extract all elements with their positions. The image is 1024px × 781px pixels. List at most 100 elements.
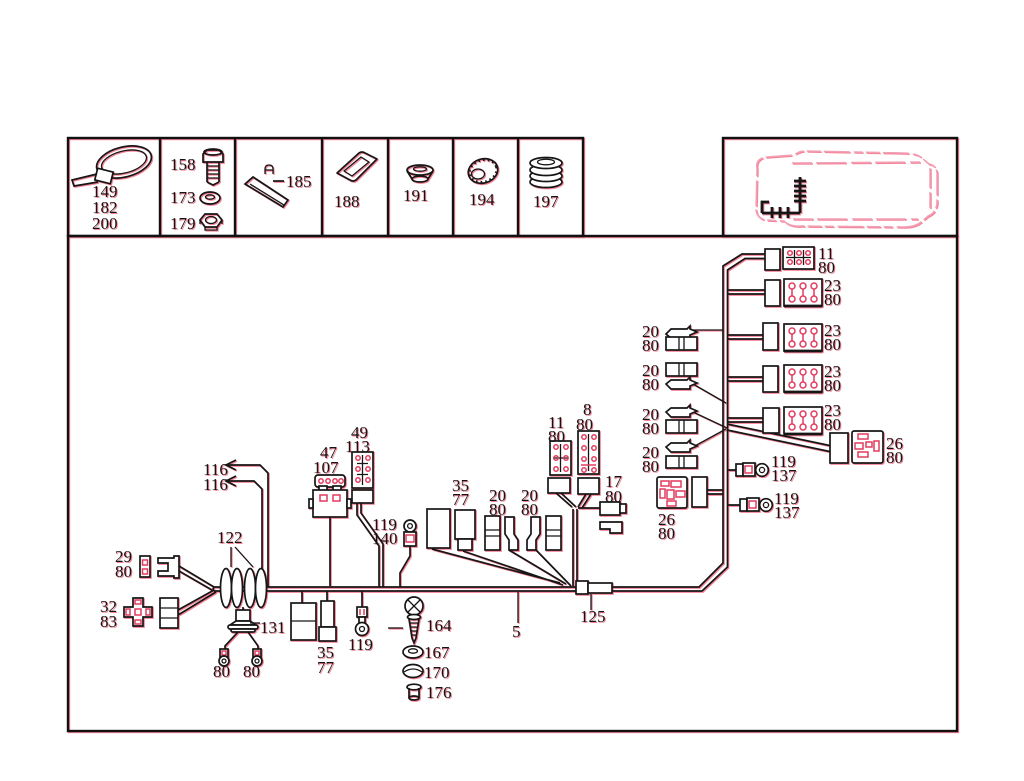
part-label-23a: 23 <box>824 276 841 295</box>
connector-box-2cell <box>290 591 317 641</box>
grommets-122 <box>219 567 268 609</box>
part-label-26l-80: 80 <box>658 524 675 543</box>
terminal-20-80-r2 <box>664 362 727 404</box>
part-label-137r1: 137 <box>771 466 797 485</box>
part-label-23d-80: 80 <box>824 415 841 434</box>
part-label-20r2: 20 <box>642 361 659 380</box>
legend-cable-tie <box>70 145 153 187</box>
connector-35-77-center <box>426 508 564 586</box>
connector-23-80-4 <box>783 406 823 436</box>
screw-164 <box>388 596 424 646</box>
part-label-29-80: 80 <box>115 562 132 581</box>
part-label-29: 29 <box>115 547 132 566</box>
part-label-83: 83 <box>100 612 117 631</box>
part-label-20r4-80: 80 <box>642 457 659 476</box>
part-label-11t-80: 80 <box>818 258 835 277</box>
part-label-49: 49 <box>351 423 368 442</box>
part-label-35a: 35 <box>317 643 334 662</box>
part-label-23c: 23 <box>824 362 841 381</box>
terminal-20-80-r4 <box>664 428 727 469</box>
part-label-125: 125 <box>580 607 606 626</box>
part-label-119a: 119 <box>348 635 373 654</box>
connector-11-80-center <box>547 440 577 508</box>
part-label-5: 5 <box>512 622 521 641</box>
part-label-20b-80: 80 <box>521 500 538 519</box>
part-labels: 149 182 200 158 173 179 185 188 191 194 … <box>92 155 903 702</box>
terminal-20-80-c1 <box>484 515 567 585</box>
part-label-17: 17 <box>605 472 623 491</box>
part-label-80a: 80 <box>213 662 230 681</box>
legend-bracket <box>243 164 290 209</box>
part-label-20r1-80: 80 <box>642 336 659 355</box>
harness-location-mark <box>760 177 806 218</box>
connector-8-80 <box>577 430 600 509</box>
part-label-122: 122 <box>217 528 243 547</box>
connector-49-113 <box>351 451 384 587</box>
connector-17-80 <box>578 501 627 534</box>
ring-terminal-119-140 <box>399 519 417 587</box>
ring-terminal-119-137-2 <box>739 497 774 513</box>
part-label-11a-80: 80 <box>548 427 565 446</box>
ring-terminal-119-137-1 <box>735 462 770 478</box>
part-label-113: 113 <box>345 437 370 456</box>
part-label-32: 32 <box>100 597 117 616</box>
part-label-176: 176 <box>426 683 452 702</box>
part-label-20r1: 20 <box>642 322 659 341</box>
part-label-173: 173 <box>170 188 196 207</box>
ring-terminal-119-bottom <box>354 591 370 637</box>
part-label-131: 131 <box>260 618 286 637</box>
part-label-23d: 23 <box>824 401 841 420</box>
part-label-167: 167 <box>424 643 450 662</box>
part-label-182: 182 <box>92 198 118 217</box>
connector-11-80-top <box>782 246 815 270</box>
junction-drop-line <box>572 509 578 586</box>
part-label-35b: 35 <box>452 476 469 495</box>
legend-washer <box>199 191 221 205</box>
part-label-20a: 20 <box>489 486 506 505</box>
part-label-20b: 20 <box>521 486 538 505</box>
legend-bolt <box>202 148 224 186</box>
part-label-116a: 116 <box>203 460 228 479</box>
part-label-191: 191 <box>403 186 429 205</box>
part-label-137r2: 137 <box>774 503 800 522</box>
part-label-116b: 116 <box>203 475 228 494</box>
connector-23-80-3 <box>783 364 823 394</box>
connector-47-107 <box>308 474 352 586</box>
part-label-23b: 23 <box>824 321 841 340</box>
car-outline <box>755 150 938 228</box>
part-label-20r3-80: 80 <box>642 419 659 438</box>
part-label-77b: 77 <box>452 490 470 509</box>
legend-seal-rings <box>529 156 563 189</box>
part-label-77a: 77 <box>317 658 335 677</box>
part-label-20r3: 20 <box>642 405 659 424</box>
part-label-20r2-80: 80 <box>642 375 659 394</box>
legend-grommet <box>406 164 434 183</box>
connector-stubs-right <box>691 248 849 508</box>
part-label-26l: 26 <box>658 510 675 529</box>
ring-terminal-80-right <box>251 648 263 667</box>
part-label-11t: 11 <box>818 244 834 263</box>
part-label-119r1: 119 <box>771 452 796 471</box>
car-inset-box <box>721 136 959 238</box>
part-label-200: 200 <box>92 214 118 233</box>
boot-131 <box>224 607 260 650</box>
part-label-158: 158 <box>170 155 196 174</box>
part-label-23c-80: 80 <box>824 376 841 395</box>
branch-lines-right <box>707 289 833 506</box>
connector-32-83 <box>123 589 217 629</box>
wire-116-pair <box>224 459 269 587</box>
leader-122 <box>230 546 254 568</box>
cap-170 <box>402 663 424 679</box>
connector-23-80-1 <box>783 278 823 308</box>
part-label-8: 8 <box>583 400 592 419</box>
legend-box <box>66 136 585 238</box>
part-label-119r2: 119 <box>774 489 799 508</box>
connector-23-80-2 <box>783 323 823 353</box>
car-location-inset <box>755 150 938 228</box>
main-diagram-box <box>66 234 959 733</box>
ring-terminal-80-left <box>218 648 230 667</box>
part-label-23b-80: 80 <box>824 335 841 354</box>
part-label-80b: 80 <box>243 662 260 681</box>
